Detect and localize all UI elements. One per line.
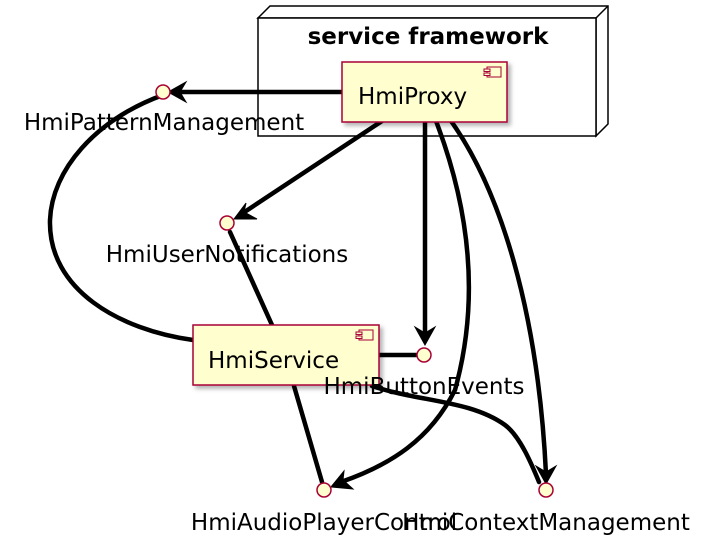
interface-pattern-management: HmiPatternManagement [24, 84, 304, 136]
interface-label: HmiUserNotifications [106, 242, 348, 268]
edge-proxy-to-user-notifications [233, 118, 385, 220]
hmiservice-label: HmiService [208, 348, 339, 374]
component-icon [483, 66, 502, 78]
interface-label: HmiAudioPlayerControl [191, 510, 457, 536]
interface-user-notifications: HmiUserNotifications [106, 215, 348, 268]
hmiproxy-component: HmiProxy [341, 61, 508, 123]
edge-service-to-audio-player-control [291, 383, 325, 485]
hmiservice-component: HmiService [192, 324, 380, 386]
edge-proxy-to-audio-player-control [330, 118, 472, 490]
interface-label: HmiContextManagement [402, 510, 690, 536]
edges [47, 80, 558, 490]
interface-audio-player-control: HmiAudioPlayerControl [191, 482, 457, 536]
edge-proxy-to-pattern-management [166, 80, 345, 104]
edge-service-to-pattern-management [47, 92, 196, 343]
interface-context-management: HmiContextManagement [402, 482, 690, 536]
edge-proxy-to-button-events [413, 118, 437, 347]
interface-button-events: HmiButtonEvents [323, 347, 525, 400]
hmiproxy-label: HmiProxy [358, 84, 467, 110]
edge-service-to-context-management [369, 383, 542, 485]
interface-label: HmiPatternManagement [24, 110, 304, 136]
edge-service-to-user-notifications [227, 229, 275, 328]
component-icon [355, 329, 374, 341]
interface-label: HmiButtonEvents [323, 374, 524, 400]
package-title: service framework [308, 24, 550, 50]
edge-proxy-to-context-management [448, 118, 558, 486]
